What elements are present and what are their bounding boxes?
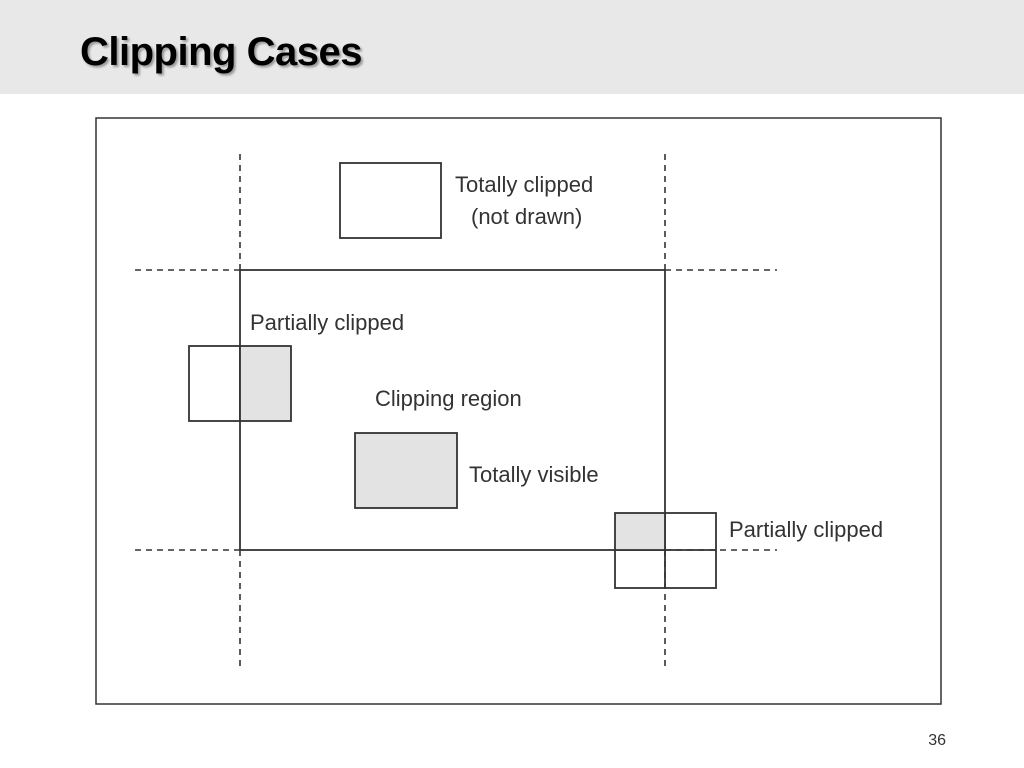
diagram: Totally clipped (not drawn) Partially cl…: [95, 117, 942, 705]
label-not-drawn: (not drawn): [471, 204, 582, 229]
label-totally-visible: Totally visible: [469, 462, 599, 487]
partially-clipped-right-box: [614, 512, 717, 589]
label-clipping-region: Clipping region: [375, 386, 522, 411]
totally-clipped-box: [339, 162, 442, 239]
label-totally-clipped: Totally clipped: [455, 172, 593, 197]
partial-left-visible-part: [240, 346, 291, 421]
label-partially-clipped-right: Partially clipped: [729, 517, 883, 542]
slide-title: Clipping Cases: [80, 30, 362, 74]
diagram-border: [95, 117, 942, 705]
label-partially-clipped-left: Partially clipped: [250, 310, 404, 335]
partially-clipped-left-box: [188, 345, 292, 422]
page-number: 36: [928, 732, 946, 749]
dashed-extension-lines: [135, 154, 777, 667]
clipping-diagram-svg: Totally clipped (not drawn) Partially cl…: [95, 117, 942, 705]
partial-right-visible-part: [615, 513, 665, 550]
header-band: [0, 0, 1024, 94]
totally-visible-box: [354, 432, 458, 509]
